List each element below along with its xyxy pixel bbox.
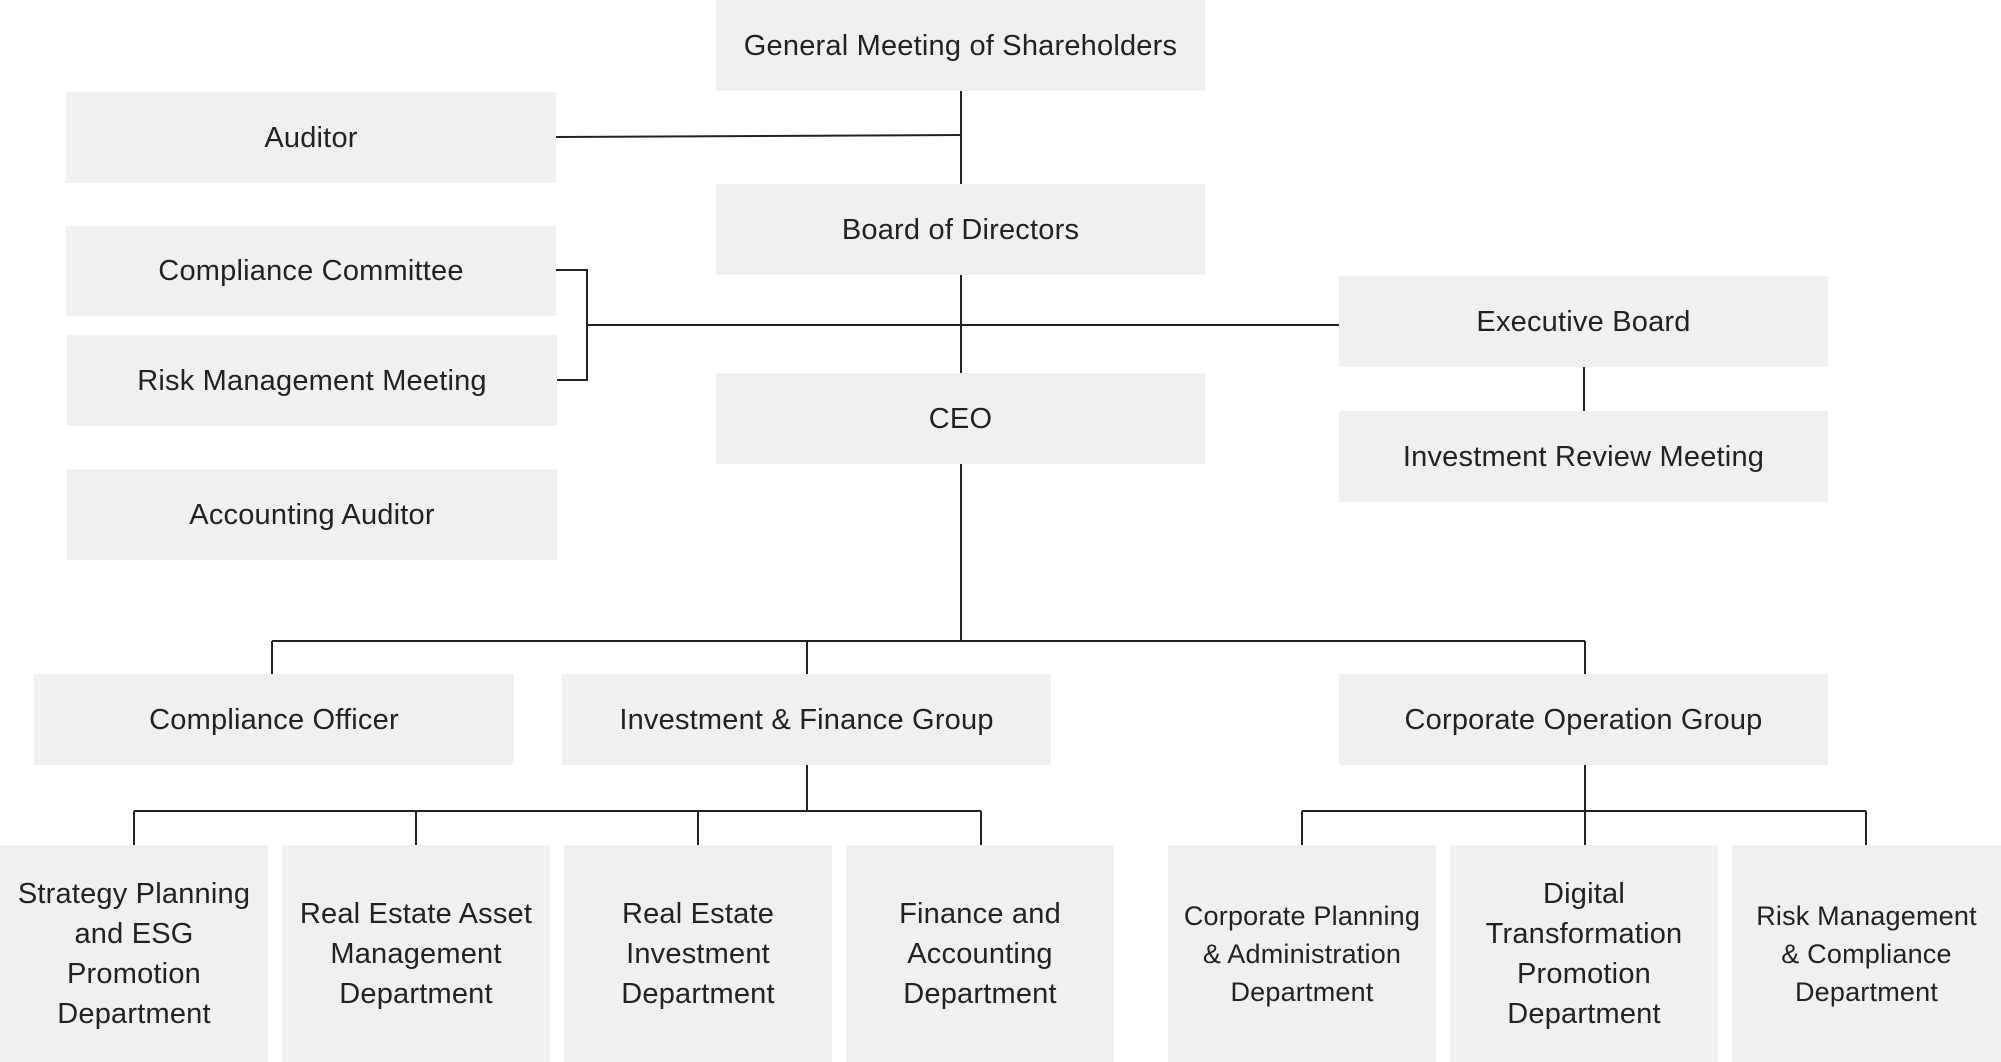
connector-committee-bracket [556, 269, 588, 381]
node-finance-accounting-department: Finance and Accounting Department [846, 845, 1114, 1062]
node-accounting-auditor: Accounting Auditor [67, 469, 557, 560]
node-investment-review-meeting: Investment Review Meeting [1339, 411, 1828, 502]
node-corporate-operation-group: Corporate Operation Group [1339, 674, 1828, 765]
node-compliance-officer: Compliance Officer [34, 674, 514, 765]
connector-auditor [555, 134, 962, 138]
node-compliance-committee: Compliance Committee [66, 226, 556, 316]
node-risk-management-compliance-department: Risk Management & Compliance Department [1732, 845, 2001, 1062]
node-digital-transformation-department: Digital Transformation Promotion Departm… [1450, 845, 1718, 1062]
node-real-estate-investment-department: Real Estate Investment Department [564, 845, 832, 1062]
node-ceo: CEO [716, 373, 1205, 464]
node-risk-management-meeting: Risk Management Meeting [67, 335, 557, 426]
node-board-of-directors: Board of Directors [716, 184, 1205, 275]
node-strategy-planning-esg-department: Strategy Planning and ESG Promotion Depa… [0, 845, 268, 1062]
node-executive-board: Executive Board [1339, 276, 1828, 367]
node-investment-finance-group: Investment & Finance Group [562, 674, 1051, 765]
node-general-meeting: General Meeting of Shareholders [716, 0, 1205, 91]
node-auditor: Auditor [66, 92, 556, 183]
node-real-estate-asset-management-department: Real Estate Asset Management Department [282, 845, 550, 1062]
node-corporate-planning-administration-department: Corporate Planning & Administration Depa… [1168, 845, 1436, 1062]
